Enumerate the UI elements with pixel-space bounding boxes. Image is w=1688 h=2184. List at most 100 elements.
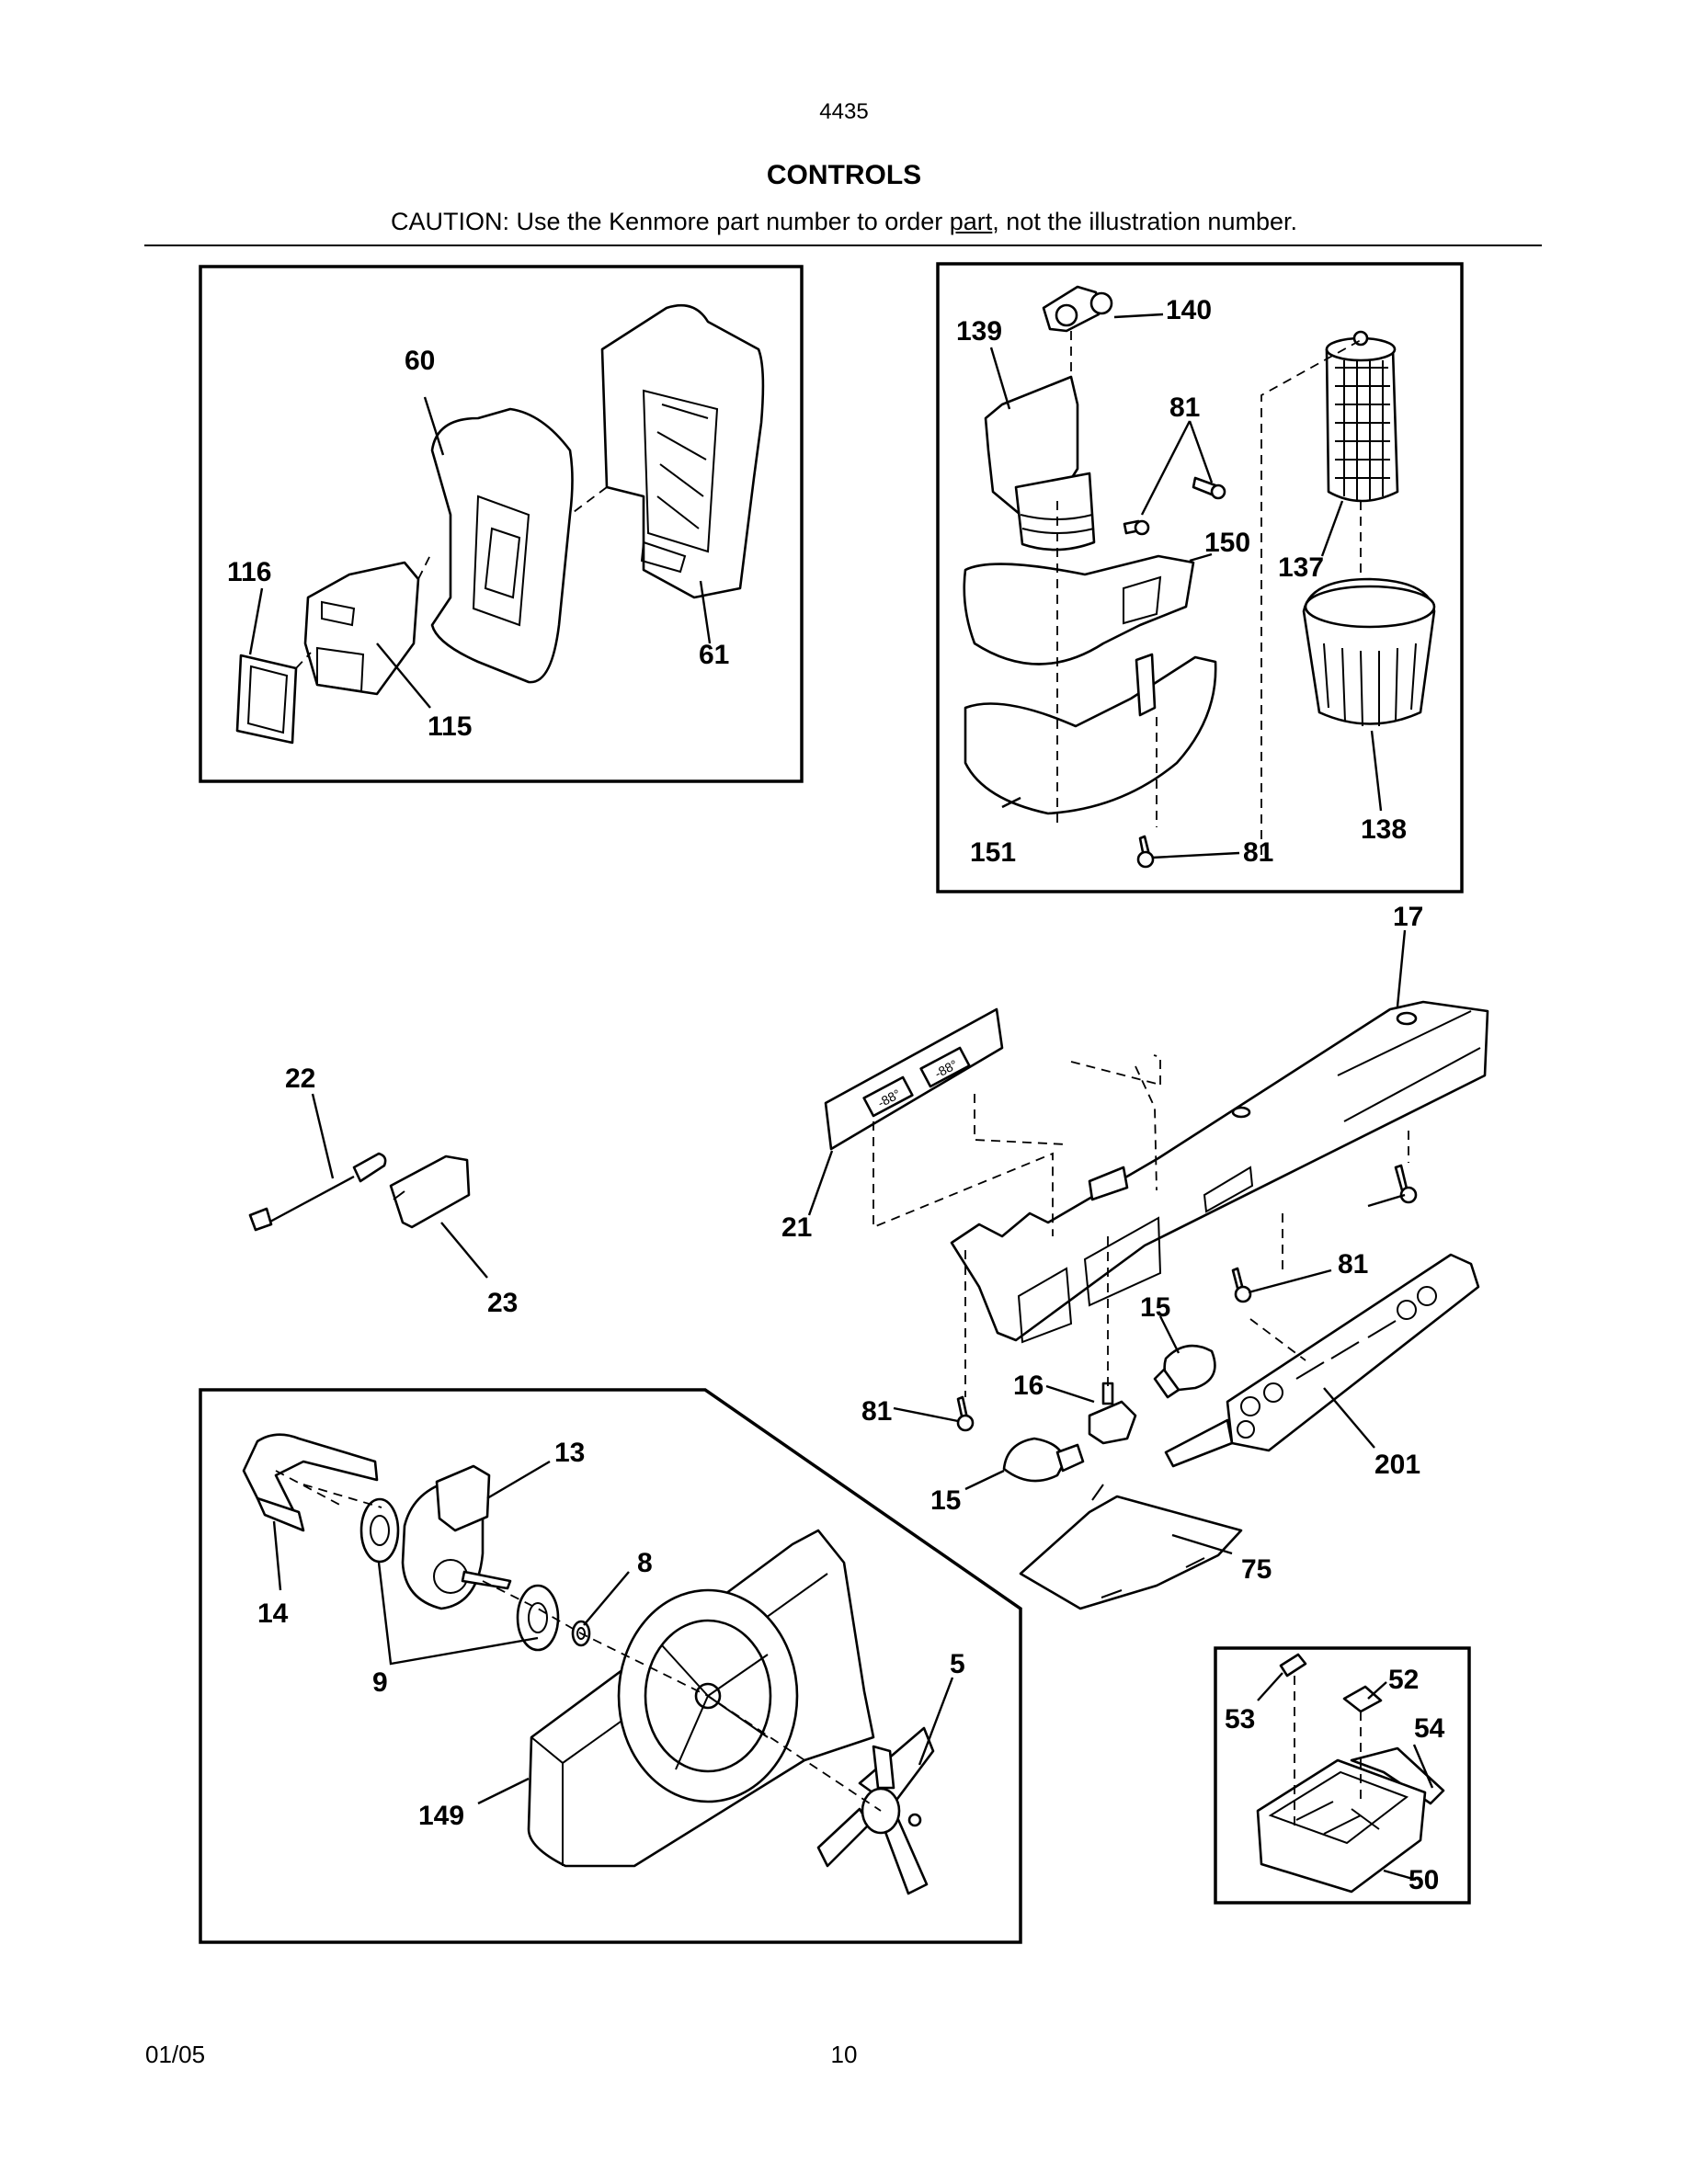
- light-bulb-15-lower: [1002, 1437, 1085, 1483]
- callout-81-bottom: 81: [1243, 837, 1273, 868]
- leader-75: [1171, 1533, 1233, 1555]
- leader-81-right: [1367, 1193, 1406, 1208]
- leader-23: [440, 1222, 488, 1279]
- fan-shroud-149: [527, 1529, 875, 1868]
- callout-22: 22: [285, 1064, 315, 1094]
- caution-note: CAUTION: Use the Kenmore part number to …: [0, 208, 1688, 236]
- fan-assembly-panel: [199, 1388, 1022, 1944]
- section-title: CONTROLS: [766, 160, 922, 190]
- callout-81-top: 81: [1169, 392, 1200, 423]
- water-filter-panel: [936, 262, 1464, 893]
- callout-149: 149: [418, 1801, 464, 1831]
- control-overlay-201: [1164, 1253, 1480, 1468]
- callout-115: 115: [428, 711, 472, 742]
- callout-8: 8: [637, 1548, 653, 1578]
- callout-50: 50: [1409, 1865, 1439, 1895]
- callout-75: 75: [1241, 1554, 1272, 1585]
- callout-81-right: 81: [1338, 1249, 1368, 1280]
- leader-81-center: [1248, 1268, 1332, 1294]
- light-socket-16: [1088, 1382, 1137, 1445]
- leader-15-upper: [1158, 1315, 1180, 1354]
- callout-61: 61: [699, 640, 729, 670]
- screw-81-top-b: [1123, 519, 1150, 536]
- screw-81-left: [956, 1395, 975, 1432]
- grommet-9-right: [516, 1584, 560, 1652]
- screw-81-center: [1231, 1267, 1252, 1303]
- callout-81-left: 81: [861, 1396, 892, 1427]
- callout-151: 151: [970, 837, 1016, 868]
- light-bulb-15-upper: [1153, 1344, 1216, 1399]
- leader-21: [807, 1150, 834, 1216]
- fan-blade-5: [816, 1726, 935, 1895]
- callout-150: 150: [1204, 528, 1250, 558]
- model-number: 4435: [819, 99, 869, 124]
- callout-54: 54: [1414, 1713, 1445, 1744]
- filter-assembly-line: [1056, 331, 1362, 855]
- leader-139: [989, 347, 1011, 410]
- callout-116: 116: [227, 557, 271, 587]
- motor-bracket-14: [242, 1433, 379, 1532]
- callout-9: 9: [372, 1667, 388, 1698]
- leader-61: [699, 580, 712, 644]
- leader-50: [1383, 1869, 1417, 1882]
- leader-151: [1001, 796, 1021, 809]
- clip-52: [1342, 1685, 1383, 1713]
- leader-8: [583, 1571, 630, 1626]
- leader-137: [1320, 500, 1344, 557]
- elbow-fitting-140: [1042, 285, 1113, 333]
- leader-138: [1370, 730, 1383, 812]
- filter-housing-138: [1302, 577, 1436, 727]
- housing-cover-61: [600, 303, 765, 599]
- thermistor-22: [248, 1152, 387, 1232]
- callout-17: 17: [1393, 902, 1423, 932]
- footer-page-number: 10: [830, 2041, 858, 2068]
- leader-140: [1113, 313, 1164, 319]
- control-module-115: [303, 561, 420, 696]
- housing-assembly-line: [295, 486, 608, 669]
- filter-bracket-150: [963, 554, 1195, 665]
- leader-115: [376, 643, 431, 709]
- callout-14: 14: [257, 1598, 289, 1629]
- header-rule: [144, 245, 1542, 246]
- filter-cartridge-137: [1325, 330, 1399, 503]
- leader-116: [248, 587, 264, 655]
- screw-81-top-a: [1192, 476, 1226, 500]
- fan-assembly-line: [275, 1470, 882, 1812]
- leader-54: [1412, 1744, 1434, 1789]
- socket-assembly-line: [1294, 1676, 1362, 1829]
- leader-15-lower: [964, 1469, 1005, 1491]
- callout-53: 53: [1225, 1704, 1255, 1735]
- callout-52: 52: [1388, 1665, 1419, 1695]
- leader-81-bottom: [1151, 851, 1240, 859]
- housing-cover-60: [430, 407, 574, 684]
- clip-53: [1279, 1653, 1307, 1678]
- caution-prefix: CAUTION: Use the Kenmore part number to …: [391, 208, 950, 235]
- callout-138: 138: [1361, 814, 1407, 845]
- socket-housing-50: [1256, 1758, 1427, 1894]
- callout-23: 23: [487, 1288, 518, 1318]
- leader-53: [1257, 1672, 1283, 1701]
- thermistor-cover-23: [389, 1155, 471, 1229]
- callout-13: 13: [554, 1438, 585, 1468]
- grommet-9-left: [359, 1497, 400, 1564]
- callout-16: 16: [1013, 1371, 1044, 1401]
- callout-60: 60: [405, 346, 435, 376]
- display-board-21: -88° -88°: [824, 1007, 1004, 1151]
- footer-date: 01/05: [145, 2041, 206, 2068]
- callout-21: 21: [781, 1212, 812, 1243]
- display-readout-right: -88°: [919, 1046, 971, 1088]
- callout-140: 140: [1166, 295, 1212, 325]
- leader-52: [1367, 1681, 1387, 1700]
- leader-14: [272, 1520, 282, 1591]
- callout-201: 201: [1374, 1450, 1420, 1480]
- console-assembly-line: [873, 1054, 1409, 1397]
- leader-60: [423, 396, 445, 456]
- leader-17: [1396, 929, 1407, 1007]
- leader-5: [918, 1677, 954, 1766]
- leader-81-left: [893, 1406, 959, 1423]
- leader-16: [1045, 1384, 1095, 1404]
- callout-5: 5: [950, 1649, 965, 1679]
- control-housing-panel: [199, 265, 804, 783]
- leader-22: [311, 1093, 335, 1179]
